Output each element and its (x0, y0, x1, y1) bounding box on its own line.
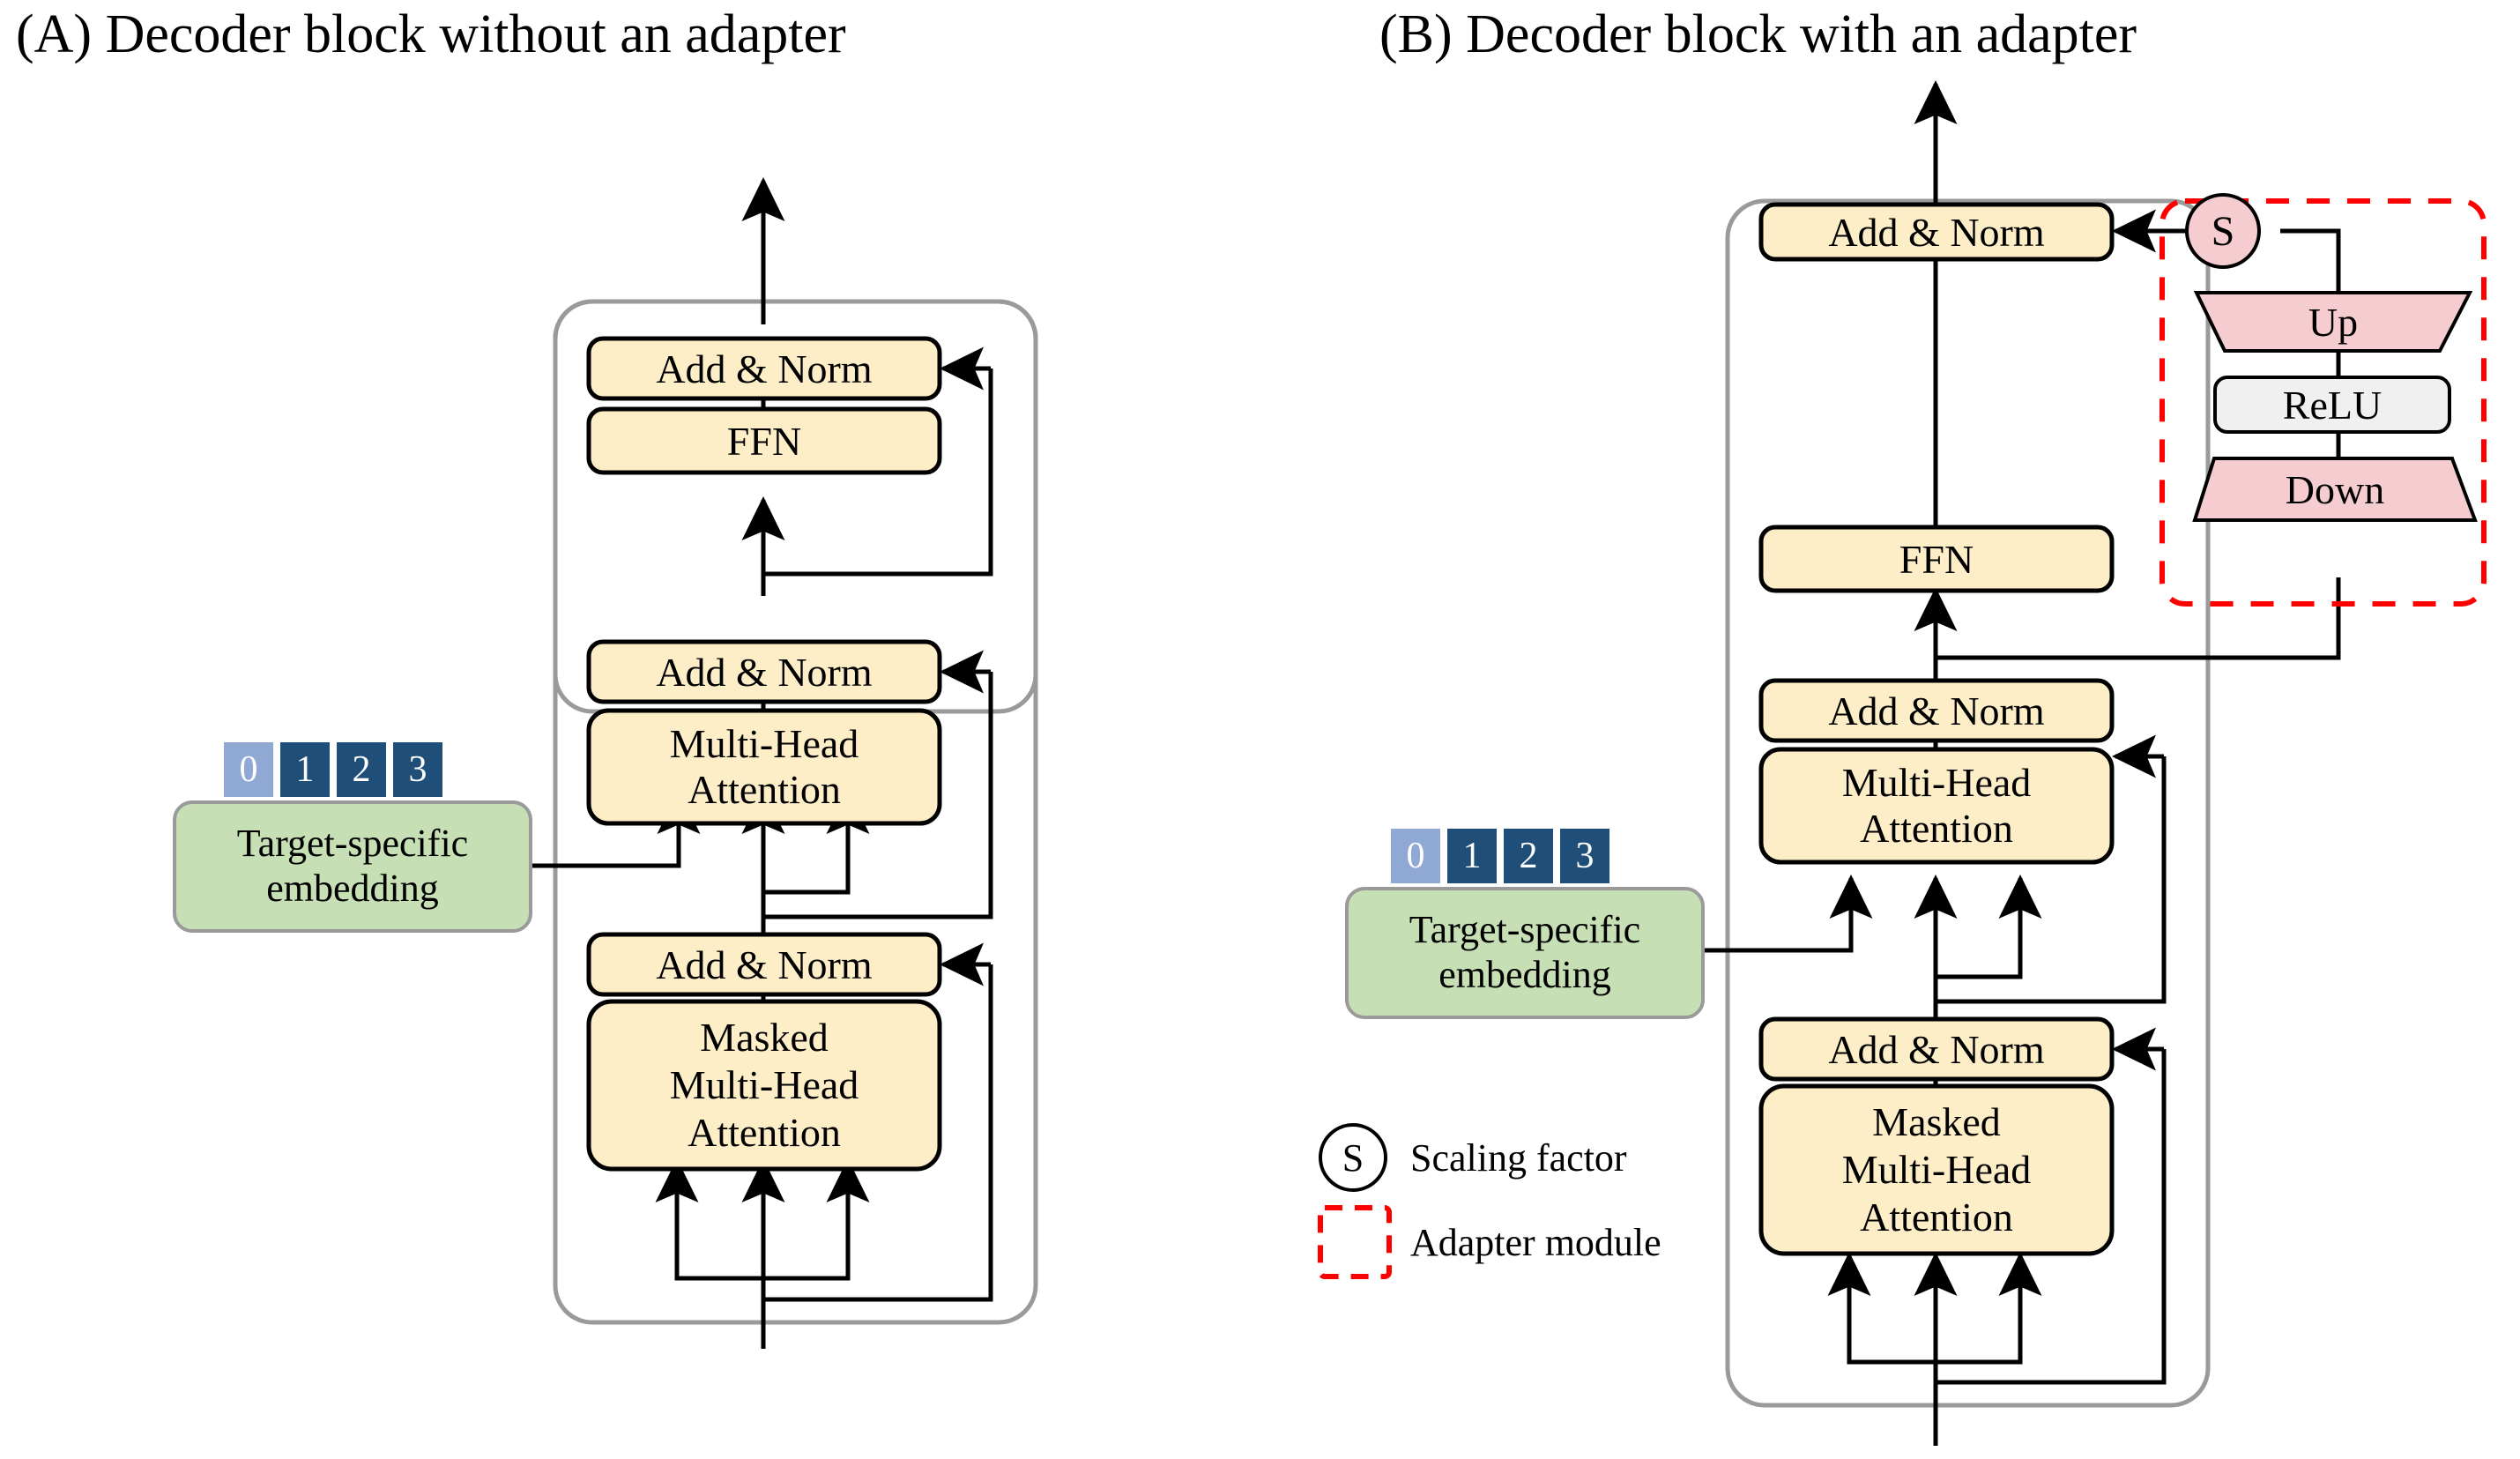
legend-scaling-factor-icon (1319, 1123, 1387, 1192)
panel-b-token-3 (1560, 829, 1609, 883)
panel-b-masked-multi-head-attention (1758, 1083, 2115, 1256)
panel-a-token-3 (393, 742, 442, 797)
panel-b-token-1 (1447, 829, 1497, 883)
panel-b-container (1725, 198, 2211, 1408)
panel-a-ffn (586, 406, 942, 475)
panel-a-embedding-tokens (224, 742, 442, 797)
panel-a-add-norm-bottom (586, 932, 942, 997)
adapter-relu-shape (2213, 376, 2451, 434)
panel-a-masked-multi-head-attention (586, 999, 942, 1172)
panel-b-add-norm-mid (1758, 678, 2115, 743)
panel-b-add-norm-top (1758, 202, 2115, 262)
panel-a-group (173, 176, 1038, 1349)
panel-a-token-0 (224, 742, 273, 797)
panel-a-multi-head-attention (586, 708, 942, 826)
legend-adapter-module-icon (1318, 1205, 1392, 1279)
panel-a-token-2 (337, 742, 386, 797)
panel-b-embedding-tokens (1391, 829, 1609, 883)
panel-a-add-norm-mid (586, 639, 942, 704)
panel-a-add-norm-top (586, 336, 942, 401)
panel-b-embedding-box (1345, 887, 1705, 1019)
panel-b-ffn (1758, 525, 2115, 593)
scaling-factor-circle (2185, 193, 2261, 269)
adapter-up-shape (2193, 291, 2473, 353)
adapter-down-shape (2192, 457, 2478, 522)
panel-b-group (1318, 79, 2487, 1446)
panel-a-container-2 (553, 299, 1038, 1325)
panel-a-embedding-box (173, 800, 532, 933)
panel-b-add-norm-bottom (1758, 1016, 2115, 1082)
panel-a-title: (A) Decoder block without an adapter (16, 4, 846, 64)
panel-b-token-2 (1504, 829, 1553, 883)
panel-a-token-1 (280, 742, 330, 797)
panel-b-token-0 (1391, 829, 1440, 883)
panel-b-multi-head-attention (1758, 747, 2115, 865)
panel-b-title: (B) Decoder block with an adapter (1379, 4, 2137, 64)
adapter-module-dashed-box (2159, 198, 2487, 607)
